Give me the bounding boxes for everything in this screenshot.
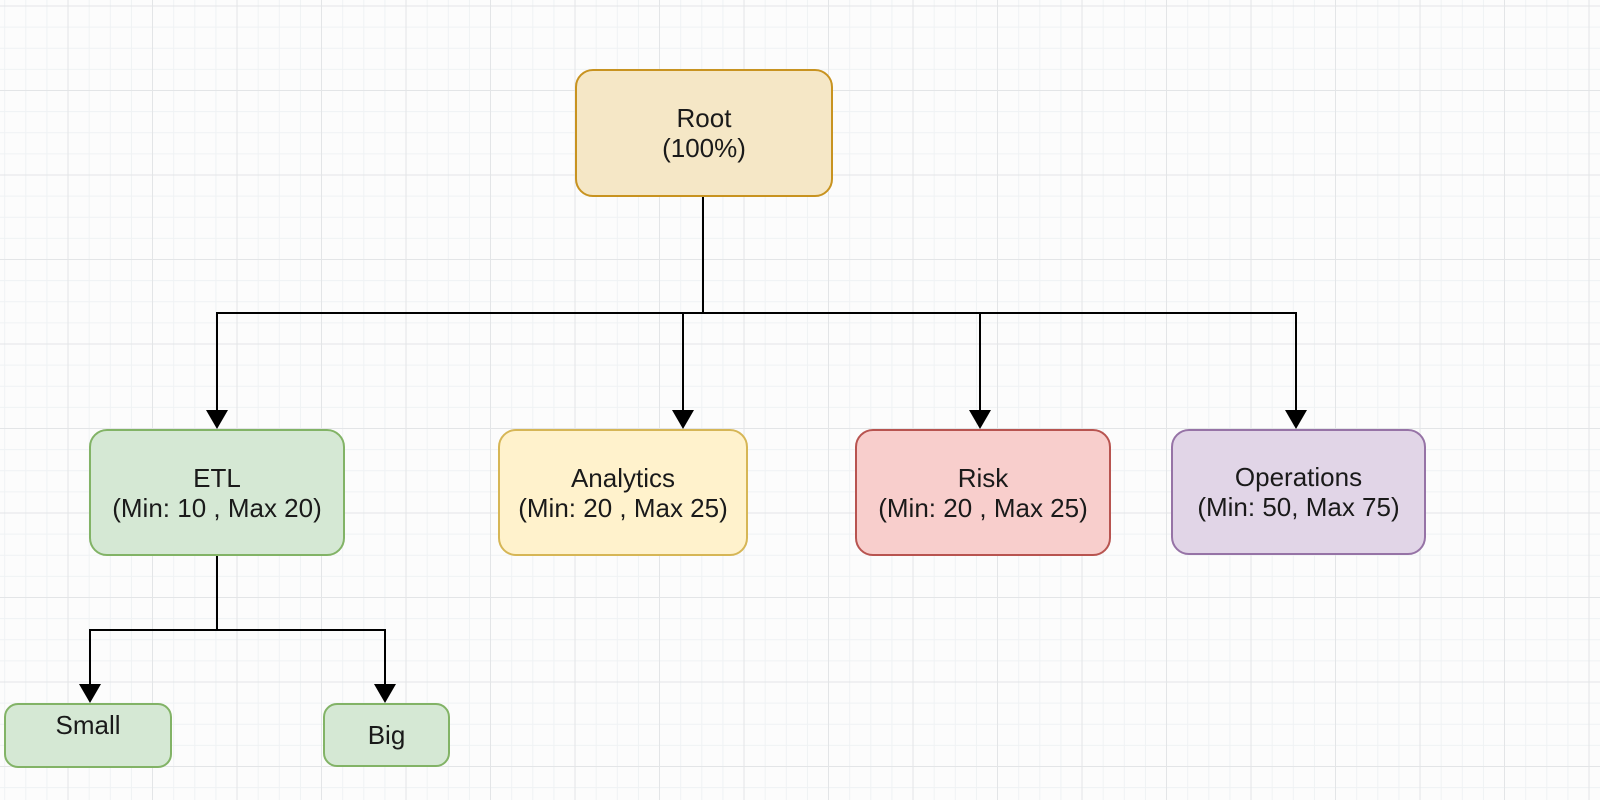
edge-etl-trunk[interactable] [216, 555, 218, 631]
node-analytics-sublabel: (Min: 20 , Max 25) [518, 492, 728, 523]
arrowhead-risk-icon [969, 410, 991, 429]
node-small-label: Small [55, 710, 121, 740]
node-risk[interactable]: Risk (Min: 20 , Max 25) [855, 429, 1111, 556]
node-analytics-label: Analytics [570, 462, 676, 493]
node-operations-sublabel: (Min: 50, Max 75) [1197, 492, 1400, 522]
edge-root-to-analytics[interactable] [682, 312, 684, 411]
arrowhead-big-icon [374, 684, 396, 703]
arrowhead-analytics-icon [672, 410, 694, 429]
arrowhead-operations-icon [1285, 410, 1307, 429]
edge-root-to-risk[interactable] [979, 312, 981, 411]
edge-root-children-bar[interactable] [216, 312, 1297, 314]
arrowhead-etl-icon [206, 410, 228, 429]
node-root[interactable]: Root (100%) [575, 69, 833, 197]
node-big[interactable]: Big [323, 703, 450, 767]
node-big-label: Big [367, 720, 406, 750]
edge-root-to-operations[interactable] [1295, 312, 1297, 411]
node-operations[interactable]: Operations (Min: 50, Max 75) [1171, 429, 1426, 555]
node-analytics[interactable]: Analytics (Min: 20 , Max 25) [498, 429, 748, 556]
node-root-label: Root [676, 103, 732, 133]
node-operations-label: Operations [1234, 462, 1363, 492]
node-etl-sublabel: (Min: 10 , Max 20) [112, 492, 322, 523]
node-risk-label: Risk [957, 462, 1009, 493]
node-risk-sublabel: (Min: 20 , Max 25) [878, 492, 1088, 523]
edge-etl-to-small[interactable] [89, 629, 91, 685]
node-etl-label: ETL [193, 462, 241, 493]
node-root-sublabel: (100%) [662, 133, 746, 163]
node-small[interactable]: Small [4, 703, 172, 768]
arrowhead-small-icon [79, 684, 101, 703]
edge-root-trunk[interactable] [702, 196, 704, 313]
edge-etl-children-bar[interactable] [89, 629, 386, 631]
edge-etl-to-big[interactable] [384, 629, 386, 685]
node-etl[interactable]: ETL (Min: 10 , Max 20) [89, 429, 345, 556]
edge-root-to-etl[interactable] [216, 312, 218, 411]
